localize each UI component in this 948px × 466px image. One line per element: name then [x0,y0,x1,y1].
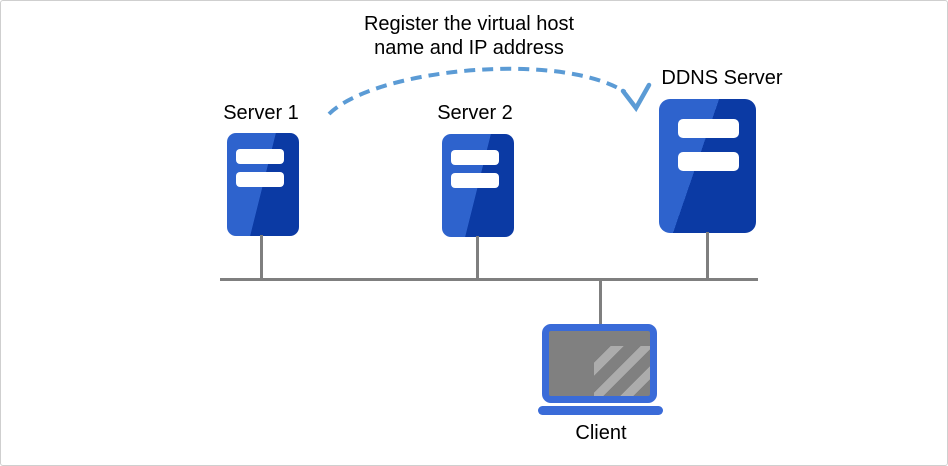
ddns-server-label: DDNS Server [661,67,783,89]
server-slot [678,152,739,171]
laptop-icon [542,324,657,403]
server-slot [451,150,499,165]
annotation-line-2: name and IP address [374,37,564,59]
laptop-screen-shine [594,346,650,396]
server2-connector-line [476,236,479,278]
network-bus-line [220,278,758,281]
ddns-server-connector-line [706,232,709,278]
server2-icon [442,134,514,237]
server-slot [678,119,739,138]
laptop-base [538,406,663,415]
server-slot [236,149,284,164]
client-label: Client [575,422,627,444]
ddns-server-icon [659,99,756,233]
server-slot [236,172,284,187]
server1-connector-line [260,235,263,278]
register-annotation: Register the virtual host name and IP ad… [309,12,629,60]
server1-label: Server 1 [223,102,299,124]
client-connector-line [599,281,602,325]
annotation-line-1: Register the virtual host [363,13,575,35]
server1-icon [227,133,299,236]
server2-label: Server 2 [437,102,513,124]
server-slot [451,173,499,188]
